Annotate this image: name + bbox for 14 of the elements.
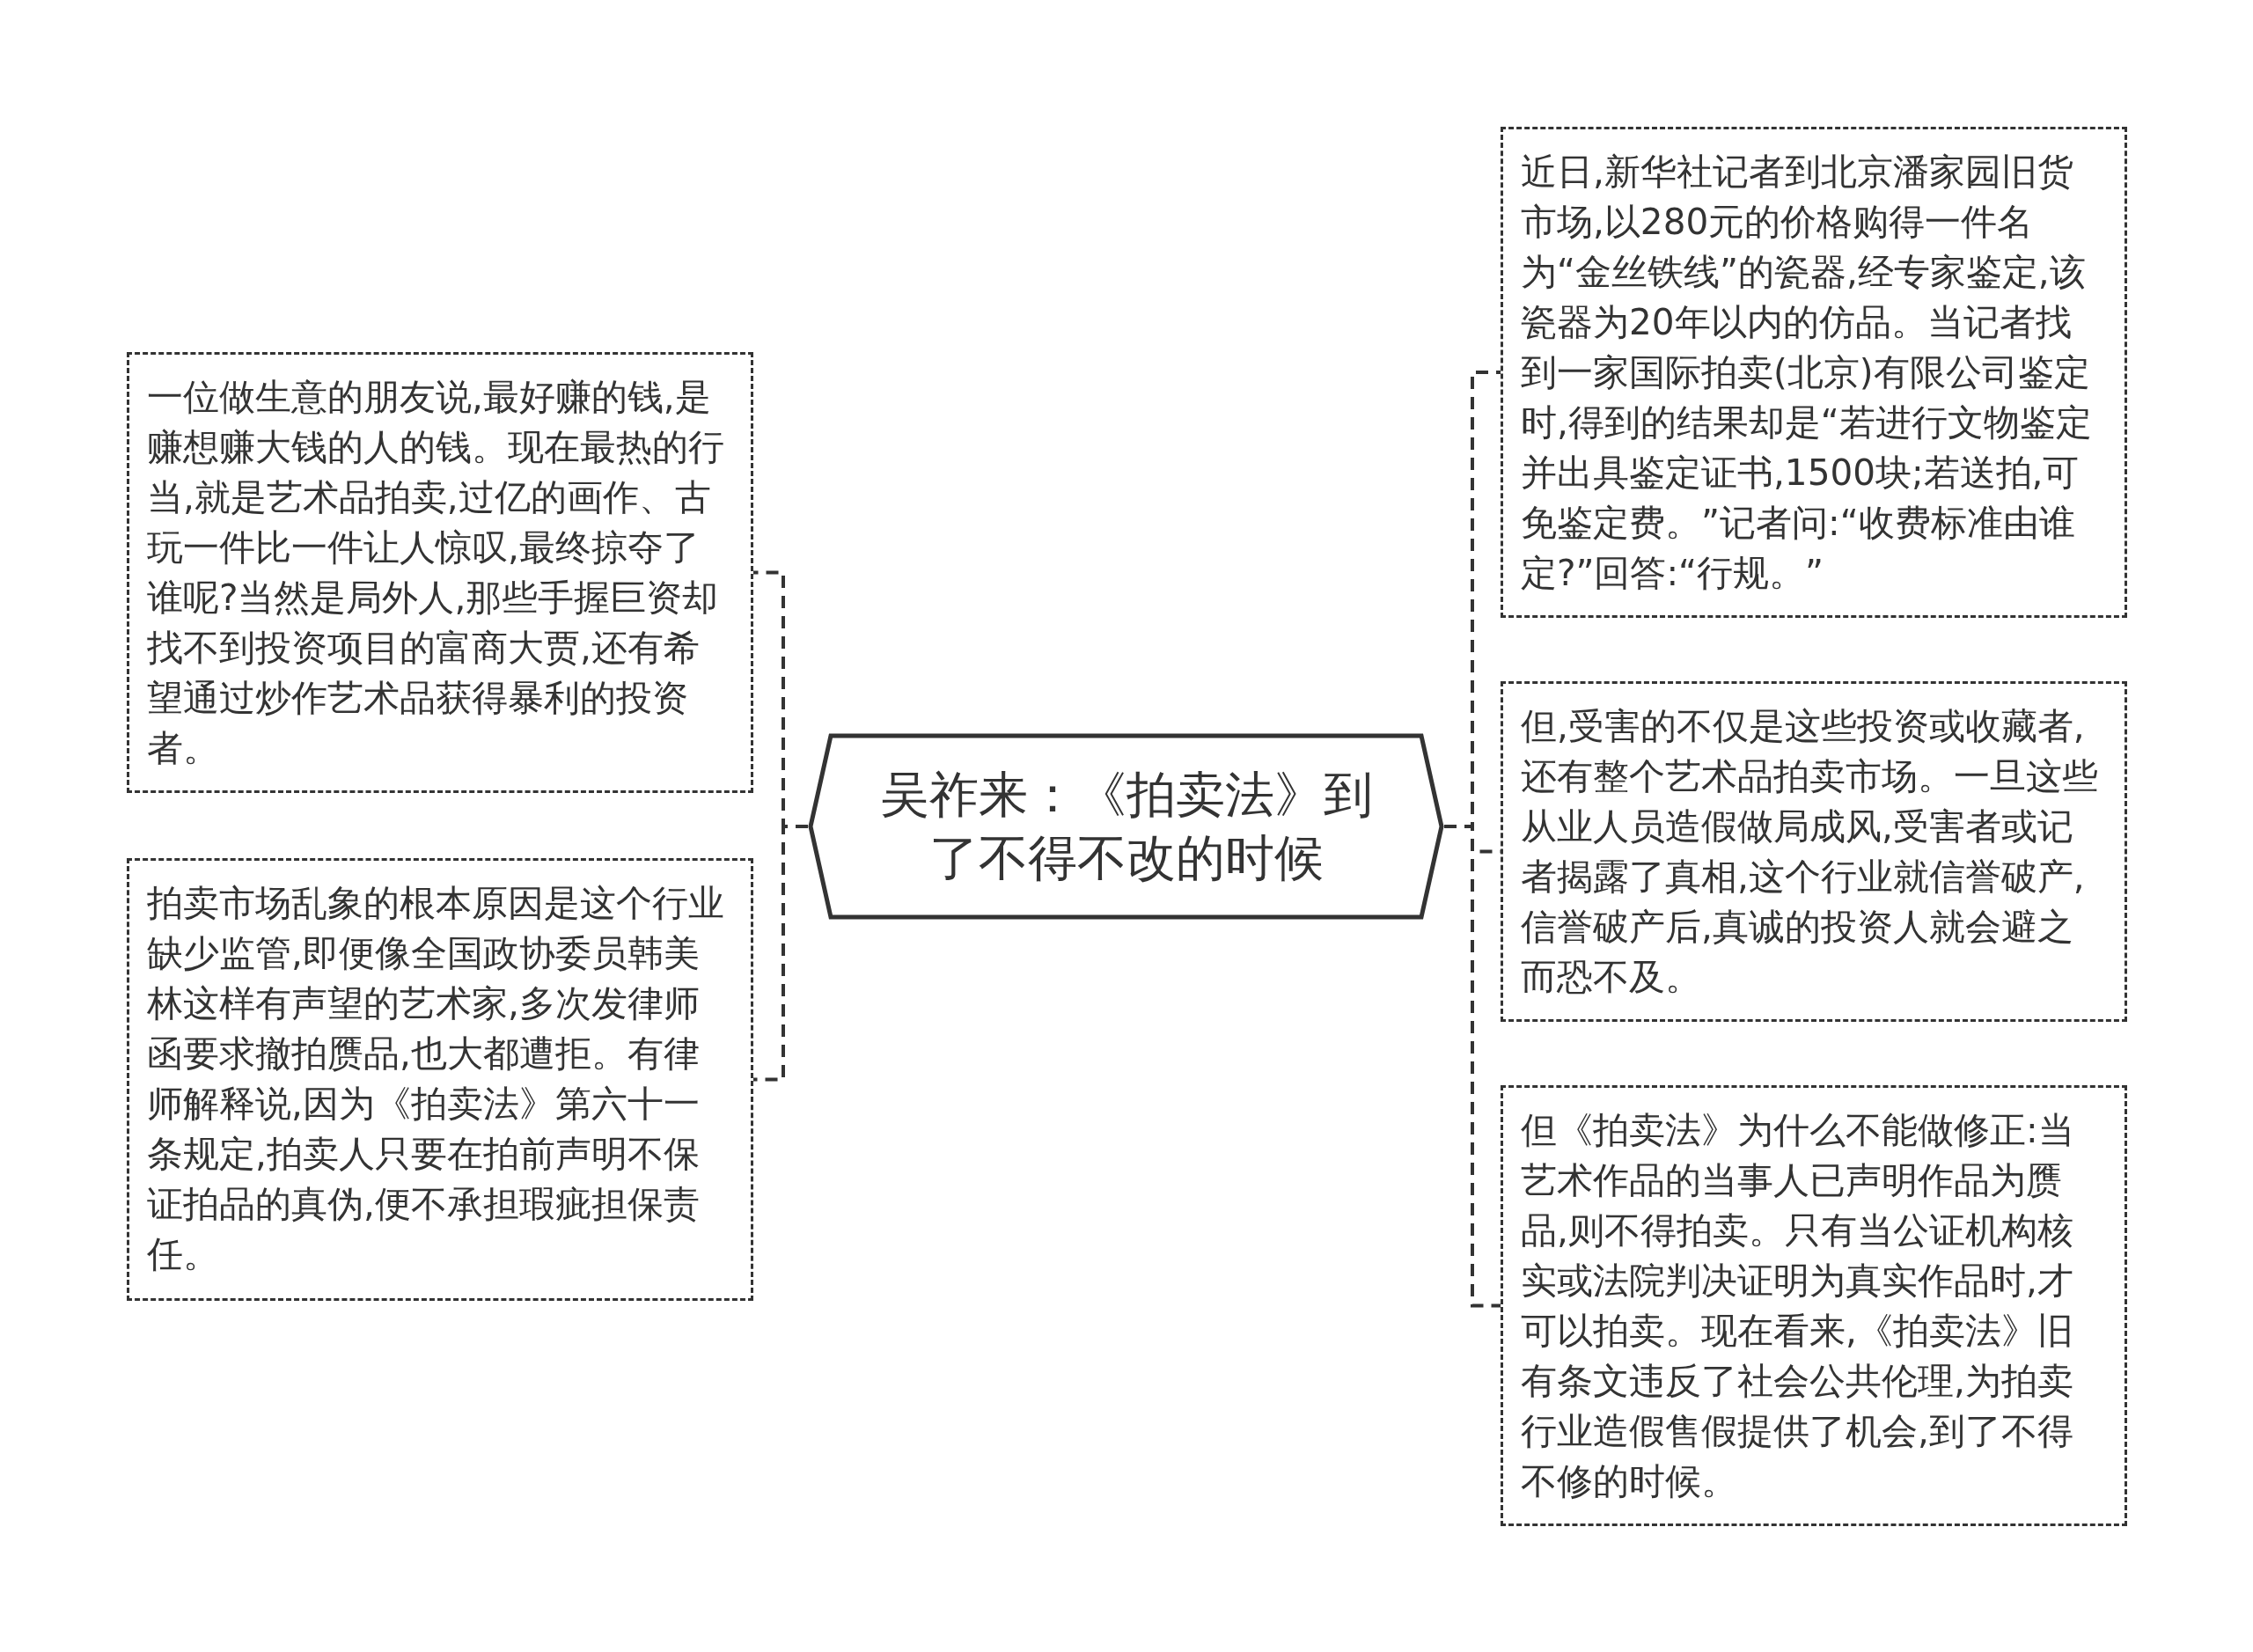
note-box <box>127 352 753 793</box>
note-box <box>1501 1085 2127 1526</box>
note-box <box>1501 127 2127 618</box>
connector-line <box>1444 825 1501 1308</box>
note-text: 拍卖市场乱象的根本原因是这个行业缺少监管,即便像全国政协委员韩美林这样有声望的艺术家,多次发律师函要求撤拍赝品,也大都遭拒。有律师解释说,因为《拍卖法》第六十一条规定,拍卖人只要在拍前声明不保证拍品的真伪,便不承担瑕疵担保责任。 <box>147 881 725 1277</box>
note-text: 但,受害的不仅是这些投资或收藏者,还有整个艺术品拍卖市场。一旦这些从业人员造假做局成风,受害者或记者揭露了真相,这个行业就信誉破产,信誉破产后,真诚的投资人就会避之而恐不及。 <box>1521 704 2099 1000</box>
note-text: 近日,新华社记者到北京潘家园旧货市场,以280元的价格购得一件名为“金丝铁线”的瓷器,经专家鉴定,该瓷器为20年以内的仿品。当记者找到一家国际拍卖(北京)有限公司鉴定时,得到的结果却是“若进行文物鉴定并出具鉴定证书,1500块;若送拍,可免鉴定费。”记者问:“收费标准由谁定?”回答:“行规。” <box>1521 150 2093 596</box>
note-box <box>1501 681 2127 1022</box>
note-text: 但《拍卖法》为什么不能做修正:当艺术作品的当事人已声明作品为赝品,则不得拍卖。只有当公证机构核实或法院判决证明为真实作品时,才可以拍卖。现在看来,《拍卖法》旧有条文违反了社会公共伦理,为拍卖行业造假售假提供了机会,到了不得不修的时候。 <box>1521 1108 2075 1504</box>
note-box <box>127 858 753 1301</box>
connector-line <box>753 825 808 1082</box>
topic-title: 吴祚来：《拍卖法》到了不得不改的时候 <box>878 765 1374 888</box>
note-text: 一位做生意的朋友说,最好赚的钱,是赚想赚大钱的人的钱。现在最热的行当,就是艺术品拍卖,过亿的画作、古玩一件比一件让人惊叹,最终掠夺了谁呢?当然是局外人,那些手握巨资却找不到投资项目的富商大贾,还有希望通过炒作艺术品获得暴利的投资者。 <box>147 375 725 771</box>
topic-hexagon <box>808 733 1444 920</box>
